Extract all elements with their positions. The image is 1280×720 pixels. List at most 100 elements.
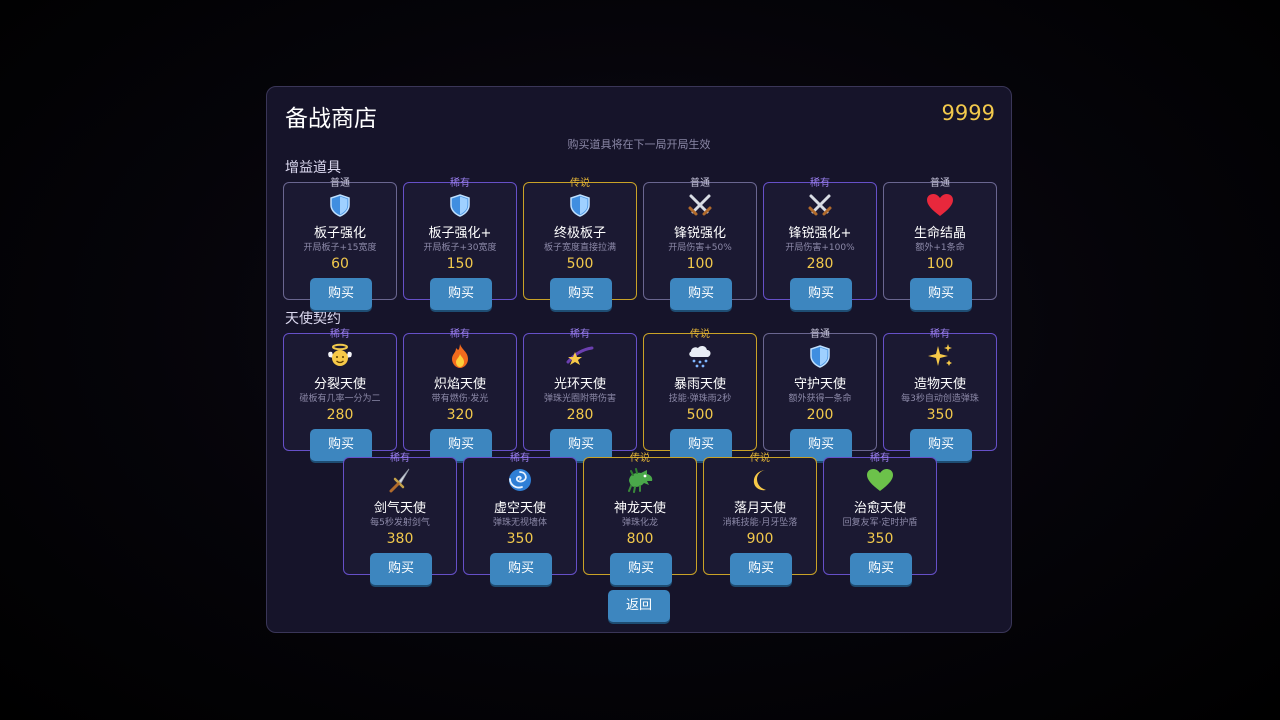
item-name: 虚空天使 xyxy=(493,501,546,516)
shooting-star-icon xyxy=(524,344,636,368)
rarity-label: 稀有 xyxy=(510,453,530,464)
shop-card-void-angel: 稀有虚空天使弹珠无视墙体 350 购买 xyxy=(463,453,577,585)
item-price: 380 xyxy=(386,531,414,547)
crossed-swords-icon xyxy=(764,193,876,217)
buy-button-split-angel[interactable]: 购买 xyxy=(310,429,372,461)
shield-icon xyxy=(284,193,396,217)
item-description: 额外+1条命 xyxy=(915,243,965,253)
rarity-label: 普通 xyxy=(330,178,350,189)
item-price: 100 xyxy=(926,256,954,272)
item-price: 500 xyxy=(566,256,594,272)
item-price: 800 xyxy=(626,531,654,547)
item-name: 板子强化 xyxy=(313,226,366,241)
heart-icon xyxy=(884,193,996,217)
item-description: 开局伤害+100% xyxy=(785,243,855,253)
shield-icon xyxy=(524,193,636,217)
crossed-swords-icon xyxy=(644,193,756,217)
cyclone-icon xyxy=(464,468,576,492)
item-name: 落月天使 xyxy=(733,501,786,516)
buy-button-sharp-boost[interactable]: 购买 xyxy=(670,278,732,310)
item-price: 200 xyxy=(806,407,834,423)
back-button[interactable]: 返回 xyxy=(608,590,670,622)
item-price: 900 xyxy=(746,531,774,547)
buy-button-blaze-angel[interactable]: 购买 xyxy=(430,429,492,461)
buy-button-void-angel[interactable]: 购买 xyxy=(490,553,552,585)
item-price: 350 xyxy=(926,407,954,423)
buy-button-guardian-angel[interactable]: 购买 xyxy=(790,429,852,461)
item-description: 弹珠无视墙体 xyxy=(492,518,547,528)
shop-card-paddle-boost: 普通板子强化开局板子+15宽度 60 购买 xyxy=(283,178,397,310)
item-description: 技能·弹珠雨2秒 xyxy=(668,394,732,404)
shop-panel: 备战商店 9999 购买道具将在下一局开局生效 增益道具 天使契约 普通板子强化… xyxy=(266,86,1012,633)
item-name: 光环天使 xyxy=(553,377,606,392)
buy-button-halo-angel[interactable]: 购买 xyxy=(550,429,612,461)
buy-button-ultimate-paddle[interactable]: 购买 xyxy=(550,278,612,310)
item-name: 板子强化+ xyxy=(428,226,492,241)
item-name: 炽焰天使 xyxy=(433,377,486,392)
shop-title: 备战商店 xyxy=(285,106,377,132)
buy-button-sword-qi-angel[interactable]: 购买 xyxy=(370,553,432,585)
coin-balance: 9999 xyxy=(941,101,995,125)
shop-card-creator-angel: 稀有造物天使每3秒自动创造弹珠 350 购买 xyxy=(883,329,997,461)
green-heart-icon xyxy=(824,468,936,492)
shield-icon xyxy=(764,344,876,368)
item-description: 开局板子+15宽度 xyxy=(303,243,377,253)
item-description: 弹珠光圈附带伤害 xyxy=(543,394,616,404)
dragon-icon xyxy=(584,468,696,493)
item-price: 280 xyxy=(326,407,354,423)
buy-button-paddle-boost[interactable]: 购买 xyxy=(310,278,372,310)
shop-card-halo-angel: 稀有光环天使弹珠光圈附带伤害 280 购买 xyxy=(523,329,637,461)
buy-button-storm-angel[interactable]: 购买 xyxy=(670,429,732,461)
rarity-label: 普通 xyxy=(930,178,950,189)
rarity-label: 稀有 xyxy=(570,329,590,340)
buy-button-creator-angel[interactable]: 购买 xyxy=(910,429,972,461)
shop-notice: 购买道具将在下一局开局生效 xyxy=(567,138,711,151)
item-description: 每3秒自动创造弹珠 xyxy=(901,394,979,404)
rarity-label: 稀有 xyxy=(390,453,410,464)
snow-cloud-icon xyxy=(644,344,756,368)
buy-button-paddle-boost-plus[interactable]: 购买 xyxy=(430,278,492,310)
buy-button-sharp-boost-plus[interactable]: 购买 xyxy=(790,278,852,310)
item-name: 生命结晶 xyxy=(913,226,966,241)
item-description: 每5秒发射剑气 xyxy=(370,518,430,528)
item-name: 治愈天使 xyxy=(853,501,906,516)
item-price: 60 xyxy=(331,256,349,272)
item-name: 神龙天使 xyxy=(613,501,666,516)
item-price: 280 xyxy=(566,407,594,423)
item-description: 碰板有几率一分为二 xyxy=(299,394,381,404)
item-price: 100 xyxy=(686,256,714,272)
shop-card-falling-moon-angel: 传说落月天使消耗技能·月牙坠落 900 购买 xyxy=(703,453,817,585)
rarity-label: 传说 xyxy=(570,178,590,189)
item-description: 消耗技能·月牙坠落 xyxy=(722,518,798,528)
item-price: 150 xyxy=(446,256,474,272)
item-description: 板子宽度直接拉满 xyxy=(543,243,616,253)
buy-button-falling-moon-angel[interactable]: 购买 xyxy=(730,553,792,585)
item-description: 开局伤害+50% xyxy=(668,243,732,253)
item-description: 额外获得一条命 xyxy=(788,394,852,404)
item-price: 350 xyxy=(506,531,534,547)
item-price: 350 xyxy=(866,531,894,547)
buy-button-dragon-angel[interactable]: 购买 xyxy=(610,553,672,585)
item-name: 造物天使 xyxy=(913,377,966,392)
rarity-label: 传说 xyxy=(750,453,770,464)
buy-button-life-crystal[interactable]: 购买 xyxy=(910,278,972,310)
item-description: 弹珠化龙 xyxy=(621,518,658,528)
rarity-label: 稀有 xyxy=(930,329,950,340)
item-description: 带有燃伤·发光 xyxy=(431,394,489,404)
rarity-label: 稀有 xyxy=(450,178,470,189)
item-name: 暴雨天使 xyxy=(673,377,726,392)
item-name: 守护天使 xyxy=(793,377,846,392)
item-name: 锋锐强化+ xyxy=(788,226,852,241)
buy-button-healing-angel[interactable]: 购买 xyxy=(850,553,912,585)
rarity-label: 稀有 xyxy=(450,329,470,340)
rarity-label: 稀有 xyxy=(870,453,890,464)
